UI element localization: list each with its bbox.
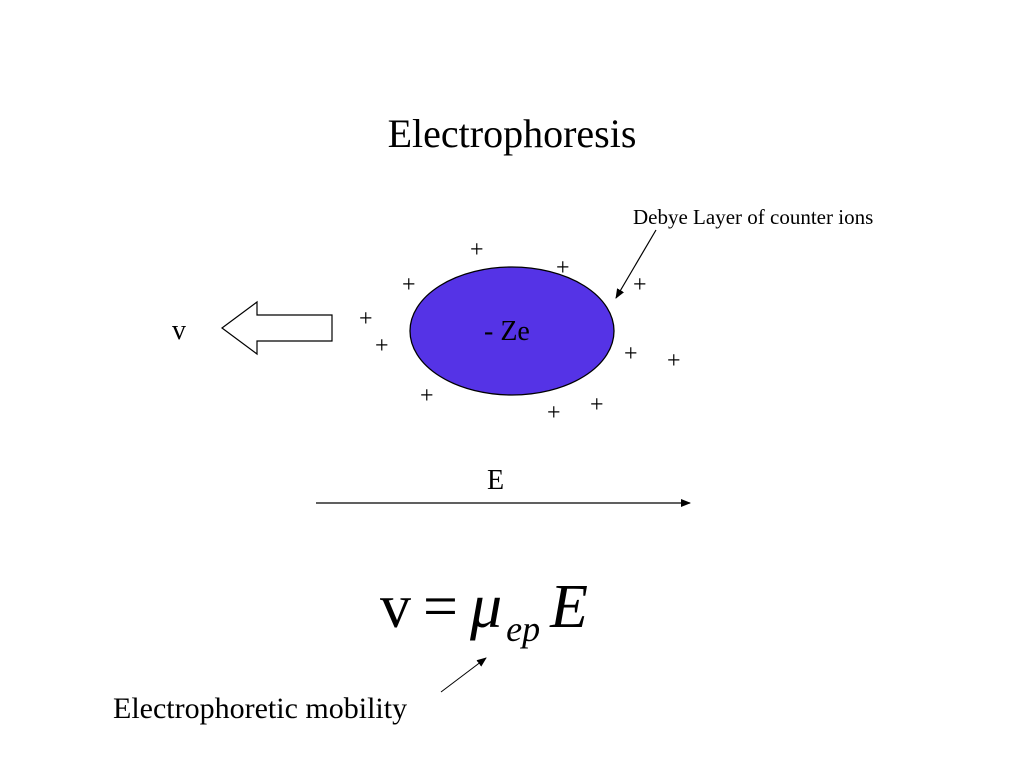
counter-ion: + <box>420 383 434 409</box>
equation-equals: = <box>423 573 458 641</box>
equation-subscript: ep <box>506 609 540 649</box>
counter-ion: + <box>556 255 570 281</box>
counter-ion: + <box>547 400 561 426</box>
particle-charge-label: - Ze <box>484 316 530 347</box>
counter-ion: + <box>470 237 484 263</box>
counter-ion: + <box>667 348 681 374</box>
counter-ion: + <box>590 392 604 418</box>
equation-lhs: v <box>380 573 411 641</box>
counter-ion: + <box>633 272 647 298</box>
mu-symbol: μ <box>469 570 502 641</box>
mobility-label: Electrophoretic mobility <box>113 692 408 725</box>
slide-title: Electrophoresis <box>387 111 637 156</box>
mobility-pointer-arrow <box>440 657 487 693</box>
counter-ion: + <box>402 272 416 298</box>
equation-rhs: E <box>549 573 588 641</box>
field-label: E <box>487 465 505 496</box>
counter-ion: + <box>375 333 389 359</box>
counter-ion: + <box>359 306 373 332</box>
debye-pointer-arrow <box>615 229 657 299</box>
velocity-label: v <box>172 315 186 346</box>
counter-ion: + <box>624 341 638 367</box>
velocity-arrow <box>220 300 333 356</box>
debye-layer-label: Debye Layer of counter ions <box>633 205 874 229</box>
charged-particle <box>409 266 615 396</box>
equation: v = μ ep E <box>380 570 588 649</box>
